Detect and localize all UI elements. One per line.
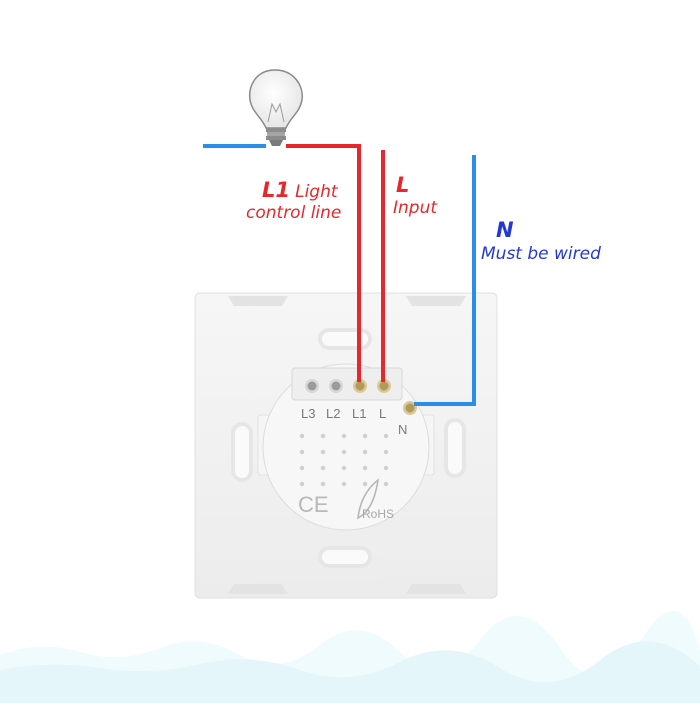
l-desc: Input <box>393 198 438 218</box>
bottom-background <box>0 610 700 703</box>
vent-hole <box>383 465 389 471</box>
light-bulb-icon <box>248 69 303 146</box>
l1-code: L1 <box>262 178 290 202</box>
vent-hole <box>362 449 368 455</box>
vent-holes <box>299 433 389 487</box>
terminal-label-n: N <box>398 422 407 437</box>
vent-hole <box>320 449 326 455</box>
vent-hole <box>320 433 326 439</box>
vent-hole <box>362 465 368 471</box>
vent-hole <box>383 481 389 487</box>
l1-light-control-wire <box>286 144 361 382</box>
n-desc: Must be wired <box>481 244 601 264</box>
vent-hole <box>383 433 389 439</box>
terminal-screws <box>305 379 417 415</box>
vent-hole <box>341 433 347 439</box>
vent-hole <box>341 465 347 471</box>
vent-hole <box>299 449 305 455</box>
rohs-mark: RoHS <box>362 507 394 521</box>
l-code: L <box>396 173 410 197</box>
vent-hole <box>299 481 305 487</box>
terminal-label-l: L <box>379 406 386 421</box>
n-code: N <box>496 218 514 242</box>
vent-hole <box>341 481 347 487</box>
terminal-label-l3: L3 <box>301 406 315 421</box>
wires <box>203 144 476 406</box>
vent-hole <box>383 449 389 455</box>
neutral-wire <box>414 155 476 406</box>
vent-hole <box>362 481 368 487</box>
terminal-label-l1: L1 <box>352 406 366 421</box>
feather-icon <box>357 478 380 520</box>
l1-desc-line1: Light <box>295 182 338 202</box>
ce-mark: CE <box>298 492 329 517</box>
l1-desc-line2: control line <box>246 203 342 223</box>
vent-hole <box>299 465 305 471</box>
vent-hole <box>320 481 326 487</box>
l1-label: L1 Light <box>262 180 338 201</box>
terminal-label-l2: L2 <box>326 406 340 421</box>
switch-module: L3 L2 L1 L N CE RoHS <box>257 363 435 531</box>
vent-hole <box>362 433 368 439</box>
vent-hole <box>299 433 305 439</box>
vent-hole <box>341 449 347 455</box>
vent-hole <box>320 465 326 471</box>
